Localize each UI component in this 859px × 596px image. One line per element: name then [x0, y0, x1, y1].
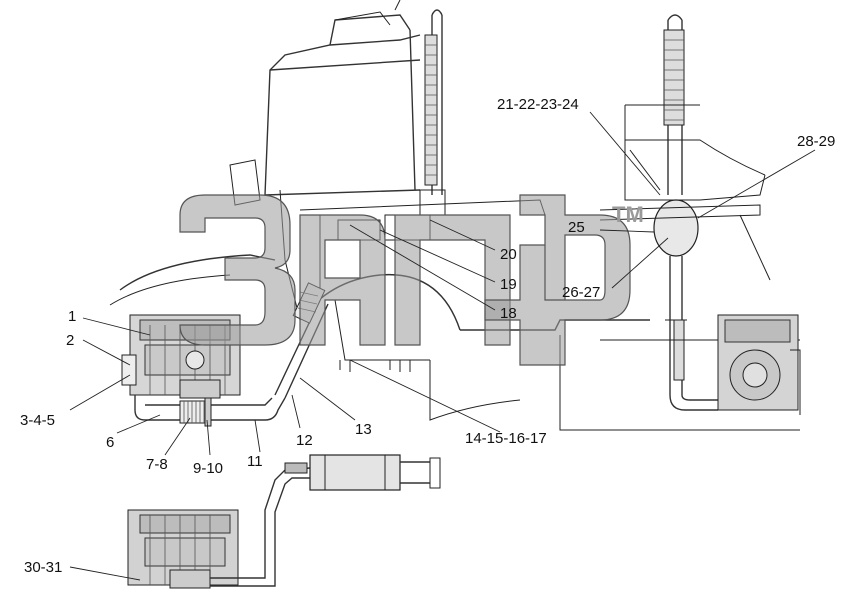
callout-19: 19: [500, 276, 517, 293]
leader-lines: [69, 111, 816, 581]
engine-bottom: [127, 509, 276, 589]
muffler-assembly: [264, 454, 441, 548]
watermark-logo: TM: [179, 194, 644, 366]
callout-1: 1: [68, 308, 76, 325]
callout-18: 18: [500, 305, 517, 322]
callout-labels: 1 2 3-4-5 6 7-8 9-10 11 12 13 14-15-16-1…: [20, 96, 835, 576]
callout-30-31: 30-31: [24, 559, 62, 576]
callout-11: 11: [247, 453, 263, 470]
callout-21-22-23-24: 21-22-23-24: [497, 96, 579, 113]
callout-14-15-16-17: 14-15-16-17: [465, 430, 547, 447]
callout-26-27: 26-27: [562, 284, 600, 301]
callout-25: 25: [568, 219, 585, 236]
front-pipe: [134, 395, 286, 427]
callout-7-8: 7-8: [146, 456, 168, 473]
callout-28-29: 28-29: [797, 133, 835, 150]
engine-right: [717, 314, 801, 415]
callout-20: 20: [500, 246, 517, 263]
callout-13: 13: [355, 421, 372, 438]
callout-3-4-5: 3-4-5: [20, 412, 55, 429]
exhaust-stack-left: [419, 9, 446, 216]
callout-9-10: 9-10: [193, 460, 223, 477]
trademark-mark: TM: [612, 202, 644, 227]
callout-6: 6: [106, 434, 114, 451]
callout-12: 12: [296, 432, 313, 449]
exhaust-stack-right: [653, 14, 718, 411]
callout-2: 2: [66, 332, 74, 349]
